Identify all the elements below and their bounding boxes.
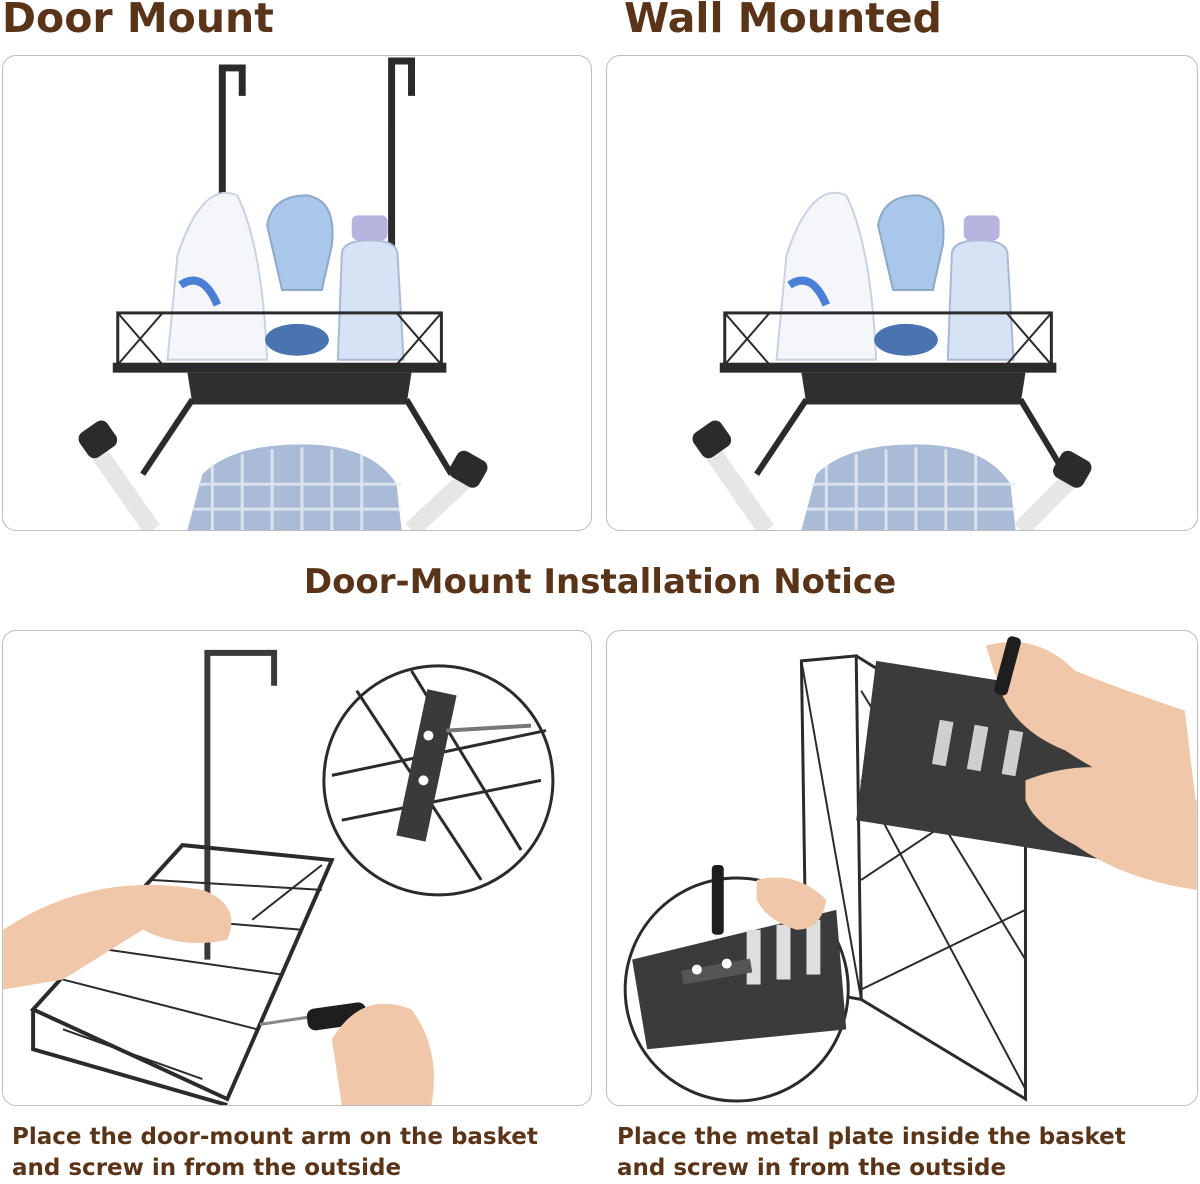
install-arm-illustration	[3, 649, 555, 1105]
wall-mounted-illustration	[692, 191, 1092, 530]
installation-notice-heading: Door-Mount Installation Notice	[303, 562, 897, 602]
caption-left: Place the door-mount arm on the basket a…	[12, 1122, 582, 1184]
caption-right-line2: and screw in from the outside	[617, 1155, 1007, 1181]
caption-right-line1: Place the metal plate inside the basket	[617, 1124, 1126, 1150]
caption-left-line1: Place the door-mount arm on the basket	[12, 1124, 538, 1150]
door-mount-illustration	[78, 57, 488, 530]
caption-right: Place the metal plate inside the basket …	[617, 1122, 1187, 1184]
wall-mounted-photo	[606, 55, 1198, 531]
door-mount-photo	[2, 55, 592, 531]
install-arm-photo	[2, 630, 592, 1106]
install-plate-photo	[606, 630, 1198, 1106]
install-plate-illustration	[623, 636, 1197, 1103]
caption-left-line2: and screw in from the outside	[12, 1155, 402, 1181]
door-mount-heading: Door Mount	[2, 0, 274, 42]
wall-mounted-heading: Wall Mounted	[624, 0, 942, 42]
